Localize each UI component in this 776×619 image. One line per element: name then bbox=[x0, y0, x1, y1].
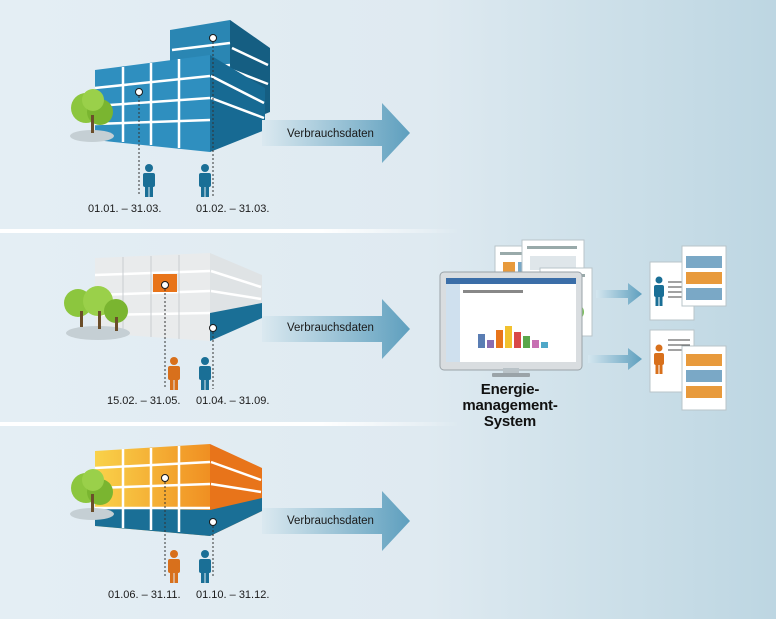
date-range-right: 01.10. – 31.12. bbox=[196, 589, 270, 601]
arrow-right-icon bbox=[262, 103, 410, 163]
arrow-label: Verbrauchsdaten bbox=[287, 128, 374, 140]
person-icon bbox=[143, 164, 155, 197]
system-label-line2: management- bbox=[462, 397, 558, 414]
building-orange bbox=[70, 444, 410, 583]
arrow-right-icon bbox=[262, 491, 410, 551]
person-icon bbox=[199, 164, 211, 197]
tree-icon bbox=[70, 469, 114, 520]
person-icon bbox=[199, 357, 211, 390]
person-icon bbox=[168, 357, 180, 390]
person-icon bbox=[168, 550, 180, 583]
person-icon bbox=[654, 344, 664, 374]
row-divider bbox=[0, 229, 460, 233]
row-divider bbox=[0, 422, 460, 426]
tree-icon bbox=[64, 286, 130, 340]
person-icon bbox=[654, 276, 664, 306]
person-icon bbox=[199, 550, 211, 583]
row-1: 01.01. – 31.03. 01.02. – 31.03. Verbrauc… bbox=[0, 0, 460, 225]
building-grey bbox=[64, 253, 410, 390]
date-range-left: 01.06. – 31.11. bbox=[108, 589, 181, 601]
recipient-blue bbox=[649, 245, 727, 321]
recipient-orange bbox=[649, 329, 727, 411]
arrow-right-icon bbox=[588, 348, 642, 370]
report-document-icon bbox=[681, 345, 727, 411]
monitor-icon bbox=[439, 271, 583, 377]
system-label-line1: Energie- bbox=[480, 381, 540, 398]
report-document-icon bbox=[681, 245, 727, 307]
date-range-left: 01.01. – 31.03. bbox=[88, 203, 162, 215]
row-2: 15.02. – 31.05. 01.04. – 31.09. Verbrauc… bbox=[0, 233, 460, 419]
building-blue bbox=[70, 20, 410, 197]
arrow-label: Verbrauchsdaten bbox=[287, 322, 374, 334]
system-label: Energie- management- System bbox=[440, 382, 580, 430]
system-label-line3: System bbox=[483, 413, 537, 430]
date-range-right: 01.02. – 31.03. bbox=[196, 203, 270, 215]
arrow-label: Verbrauchsdaten bbox=[287, 515, 374, 527]
arrow-right-icon bbox=[262, 299, 410, 359]
arrow-right-icon bbox=[596, 283, 642, 305]
date-range-right: 01.04. – 31.09. bbox=[196, 395, 270, 407]
row-3: 01.06. – 31.11. 01.10. – 31.12. Verbrauc… bbox=[0, 426, 460, 619]
tree-icon bbox=[70, 89, 114, 142]
date-range-left: 15.02. – 31.05. bbox=[107, 395, 181, 407]
